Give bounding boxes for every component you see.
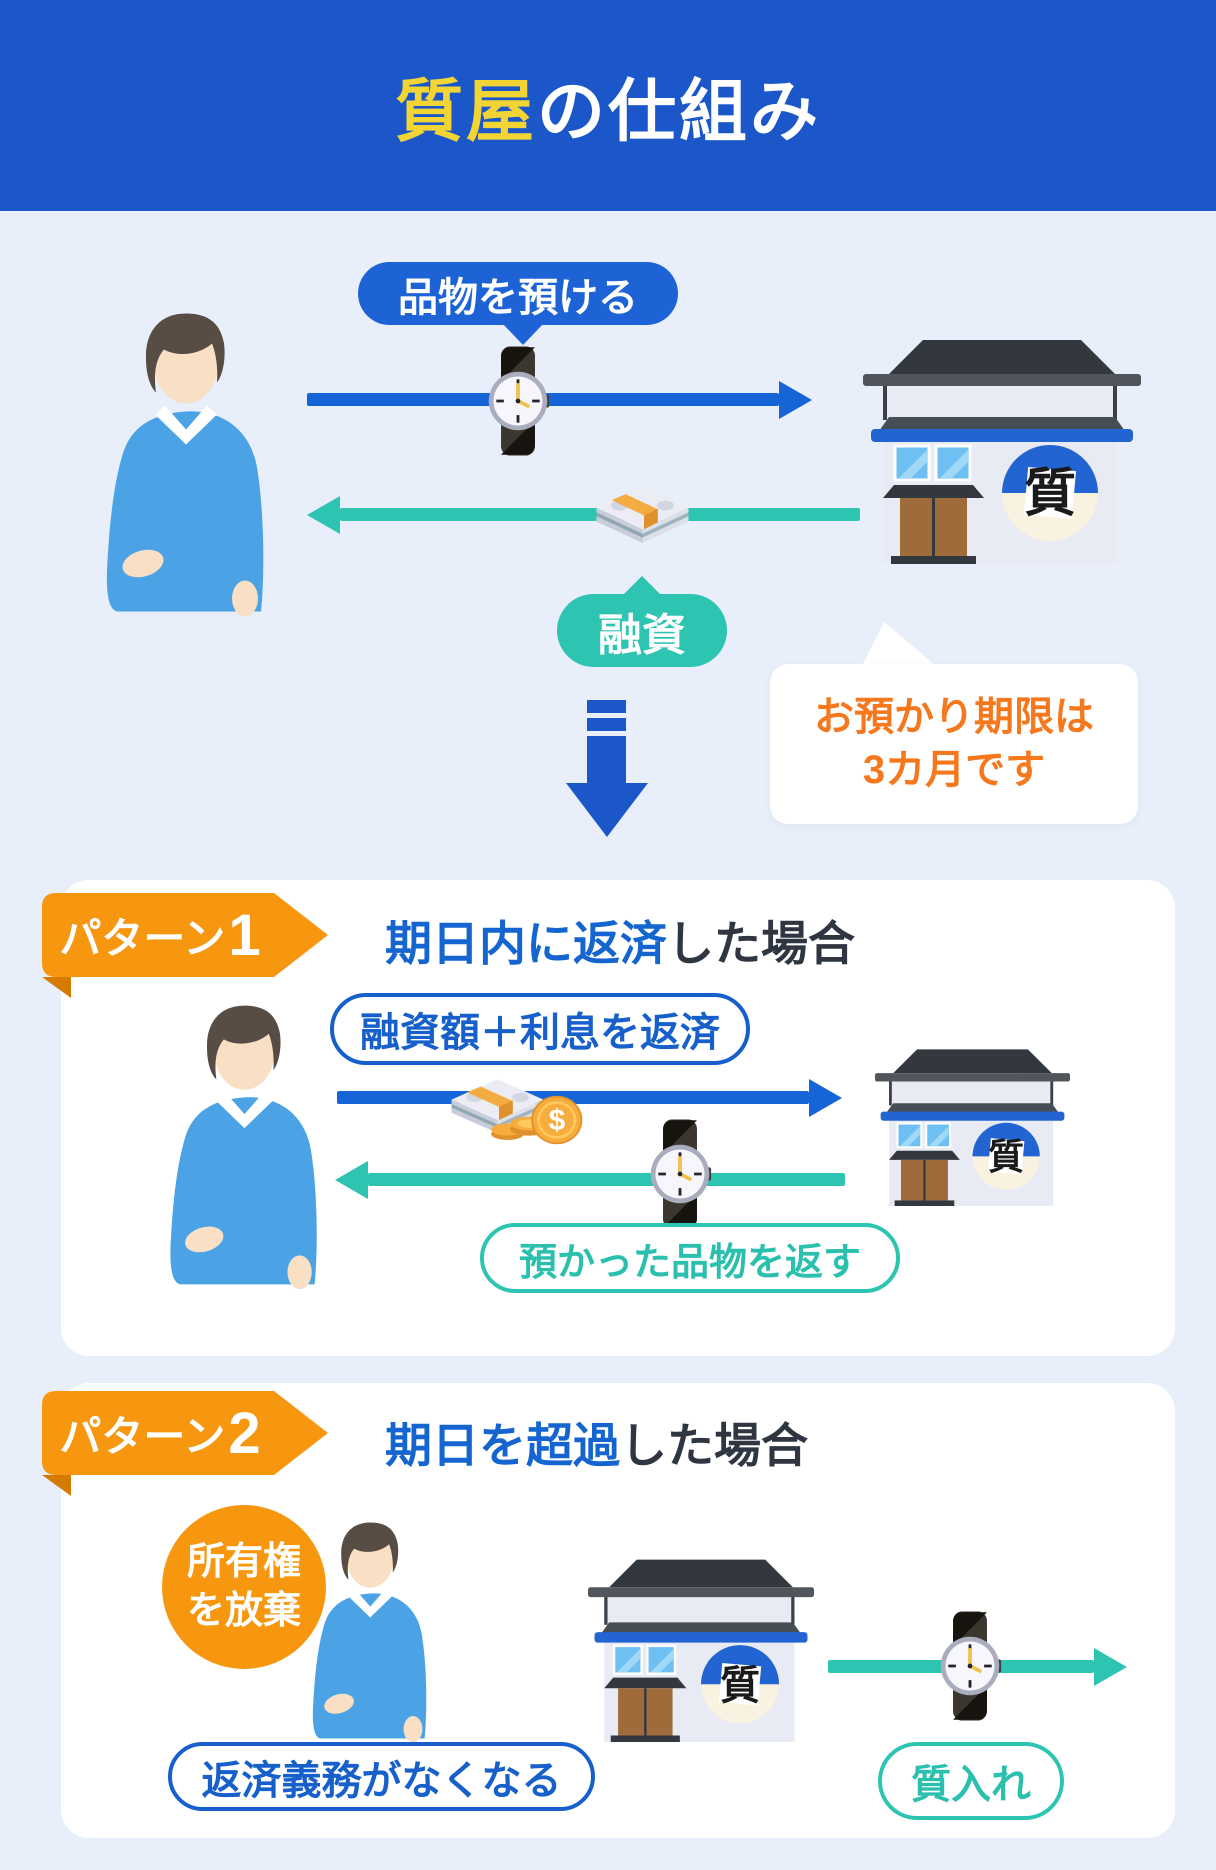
- pattern2-badge-label: パターン: [59, 1412, 226, 1460]
- pattern1-heading-rest: した場合: [667, 917, 855, 970]
- deposit-bubble-tail: [502, 323, 544, 345]
- pawnshop-sign-character: 質: [1023, 465, 1077, 523]
- no-repayment-label: 返済義務がなくなる: [201, 1758, 562, 1803]
- repay-label: 融資額＋利息を返済: [360, 1011, 720, 1055]
- page-title-highlight: 質屋: [394, 74, 537, 150]
- customer-icon: [297, 1518, 442, 1743]
- pattern2-heading: 期日を超過した場合: [385, 1407, 808, 1476]
- repay-pill: 融資額＋利息を返済: [330, 993, 750, 1065]
- arrow-return-left: [368, 1173, 845, 1186]
- pattern1-badge-number: 1: [228, 902, 261, 968]
- note-line-2: 3カ月です: [862, 748, 1046, 792]
- coin-dollar-symbol: $: [548, 1104, 566, 1137]
- customer-icon: [85, 307, 285, 618]
- pawnshop-icon: [875, 1048, 1070, 1206]
- pattern1-heading: 期日内に返済した場合: [385, 905, 855, 974]
- no-repayment-pill: 返済義務がなくなる: [168, 1742, 595, 1811]
- forfeit-line-1: 所有権: [186, 1540, 301, 1583]
- money-icon: [585, 462, 700, 546]
- watch-icon: [647, 1118, 713, 1230]
- pawning-pill: 質入れ: [878, 1742, 1064, 1820]
- page-title-rest: の仕組み: [537, 74, 822, 150]
- return-item-pill: 預かった品物を返す: [480, 1223, 900, 1293]
- pawnshop-icon: [863, 338, 1141, 564]
- pawnshop-sign-character: 質: [987, 1136, 1025, 1177]
- note-bubble-tail: [862, 622, 936, 666]
- loan-bubble: 融資: [557, 594, 727, 667]
- down-arrow-icon: [565, 700, 648, 838]
- pattern2-badge-number: 2: [228, 1400, 261, 1466]
- watch-icon: [485, 345, 551, 457]
- pattern1-heading-highlight: 期日内に返済: [385, 917, 667, 970]
- page-title: 質屋の仕組み: [395, 56, 821, 155]
- pawning-label: 質入れ: [911, 1763, 1031, 1807]
- deposit-item-bubble: 品物を預ける: [358, 262, 678, 325]
- pattern2-heading-highlight: 期日を超過: [385, 1419, 620, 1472]
- watch-icon: [937, 1610, 1003, 1722]
- header-banner: 質屋の仕組み: [0, 0, 1216, 211]
- pattern1-badge-label: パターン: [59, 914, 226, 962]
- return-item-label: 預かった品物を返す: [518, 1241, 861, 1284]
- deposit-period-note: お預かり期限は 3カ月です: [770, 664, 1138, 824]
- pawnshop-icon: [588, 1558, 814, 1742]
- forfeit-line-2: を放棄: [186, 1590, 301, 1632]
- deposit-item-label: 品物を預ける: [398, 275, 638, 320]
- forfeit-ownership-circle: 所有権 を放棄: [162, 1505, 326, 1669]
- pattern1-badge-ribbon: [42, 893, 328, 998]
- note-line-1: お預かり期限は: [814, 695, 1094, 740]
- pattern2-badge-ribbon: [42, 1391, 328, 1496]
- loan-bubble-tail: [622, 576, 662, 596]
- customer-icon: [150, 1000, 337, 1290]
- loan-label: 融資: [598, 610, 686, 660]
- pattern2-heading-rest: した場合: [620, 1419, 808, 1472]
- pawnshop-sign-character: 質: [720, 1664, 760, 1708]
